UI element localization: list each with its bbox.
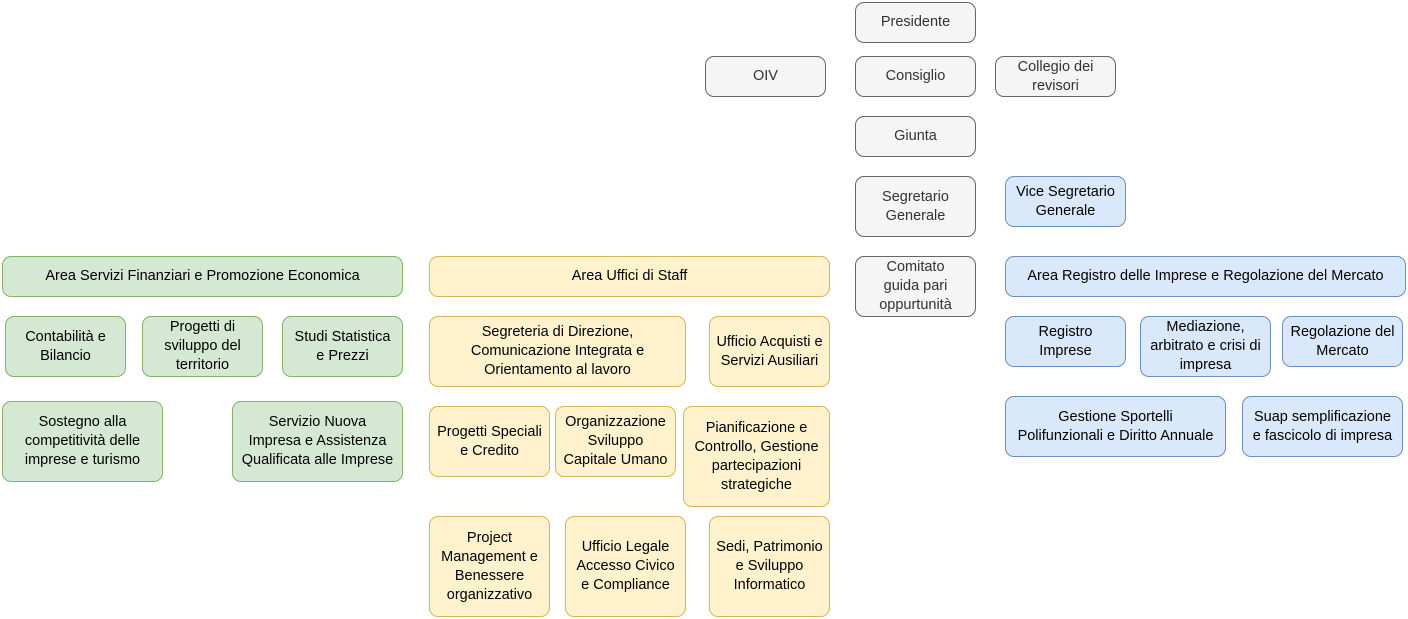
unit-suap[interactable]: Suap semplificazione e fascicolo di impr…: [1242, 396, 1403, 457]
area-staff-title[interactable]: Area Uffici di Staff: [429, 256, 830, 297]
unit-contabilita[interactable]: Contabilità e Bilancio: [5, 316, 126, 377]
unit-pianificazione[interactable]: Pianificazione e Controllo, Gestione par…: [683, 406, 830, 507]
unit-studi-statistica[interactable]: Studi Statistica e Prezzi: [282, 316, 403, 377]
area-registro-title[interactable]: Area Registro delle Imprese e Regolazion…: [1005, 256, 1406, 297]
unit-project-management[interactable]: Project Management e Benessere organizza…: [429, 516, 550, 617]
unit-ufficio-acquisti[interactable]: Ufficio Acquisti e Servizi Ausiliari: [709, 316, 830, 387]
unit-sostegno-competitivita[interactable]: Sostegno alla competitività delle impres…: [2, 401, 163, 482]
unit-regolazione-mercato[interactable]: Regolazione del Mercato: [1282, 316, 1403, 367]
unit-progetti-sviluppo[interactable]: Progetti di sviluppo del territorio: [142, 316, 263, 377]
unit-nuova-impresa[interactable]: Servizio Nuova Impresa e Assistenza Qual…: [232, 401, 403, 482]
unit-mediazione[interactable]: Mediazione, arbitrato e crisi di impresa: [1140, 316, 1271, 377]
node-collegio-revisori[interactable]: Collegio dei revisori: [995, 56, 1116, 97]
unit-organizzazione[interactable]: Organizzazione Sviluppo Capitale Umano: [555, 406, 676, 477]
node-presidente[interactable]: Presidente: [855, 2, 976, 43]
unit-sedi-patrimonio[interactable]: Sedi, Patrimonio e Sviluppo Informatico: [709, 516, 830, 617]
unit-gestione-sportelli[interactable]: Gestione Sportelli Polifunzionali e Diri…: [1005, 396, 1226, 457]
unit-progetti-speciali[interactable]: Progetti Speciali e Credito: [429, 406, 550, 477]
area-finanziaria-title[interactable]: Area Servizi Finanziari e Promozione Eco…: [2, 256, 403, 297]
node-giunta[interactable]: Giunta: [855, 116, 976, 157]
unit-ufficio-legale[interactable]: Ufficio Legale Accesso Civico e Complian…: [565, 516, 686, 617]
node-consiglio[interactable]: Consiglio: [855, 56, 976, 97]
node-segretario-generale[interactable]: Segretario Generale: [855, 176, 976, 237]
node-oiv[interactable]: OIV: [705, 56, 826, 97]
node-comitato-pari-opportunita[interactable]: Comitato guida pari oppurtunità: [855, 256, 976, 317]
unit-segreteria-direzione[interactable]: Segreteria di Direzione, Comunicazione I…: [429, 316, 686, 387]
node-vice-segretario[interactable]: Vice Segretario Generale: [1005, 176, 1126, 227]
unit-registro-imprese[interactable]: Registro Imprese: [1005, 316, 1126, 367]
